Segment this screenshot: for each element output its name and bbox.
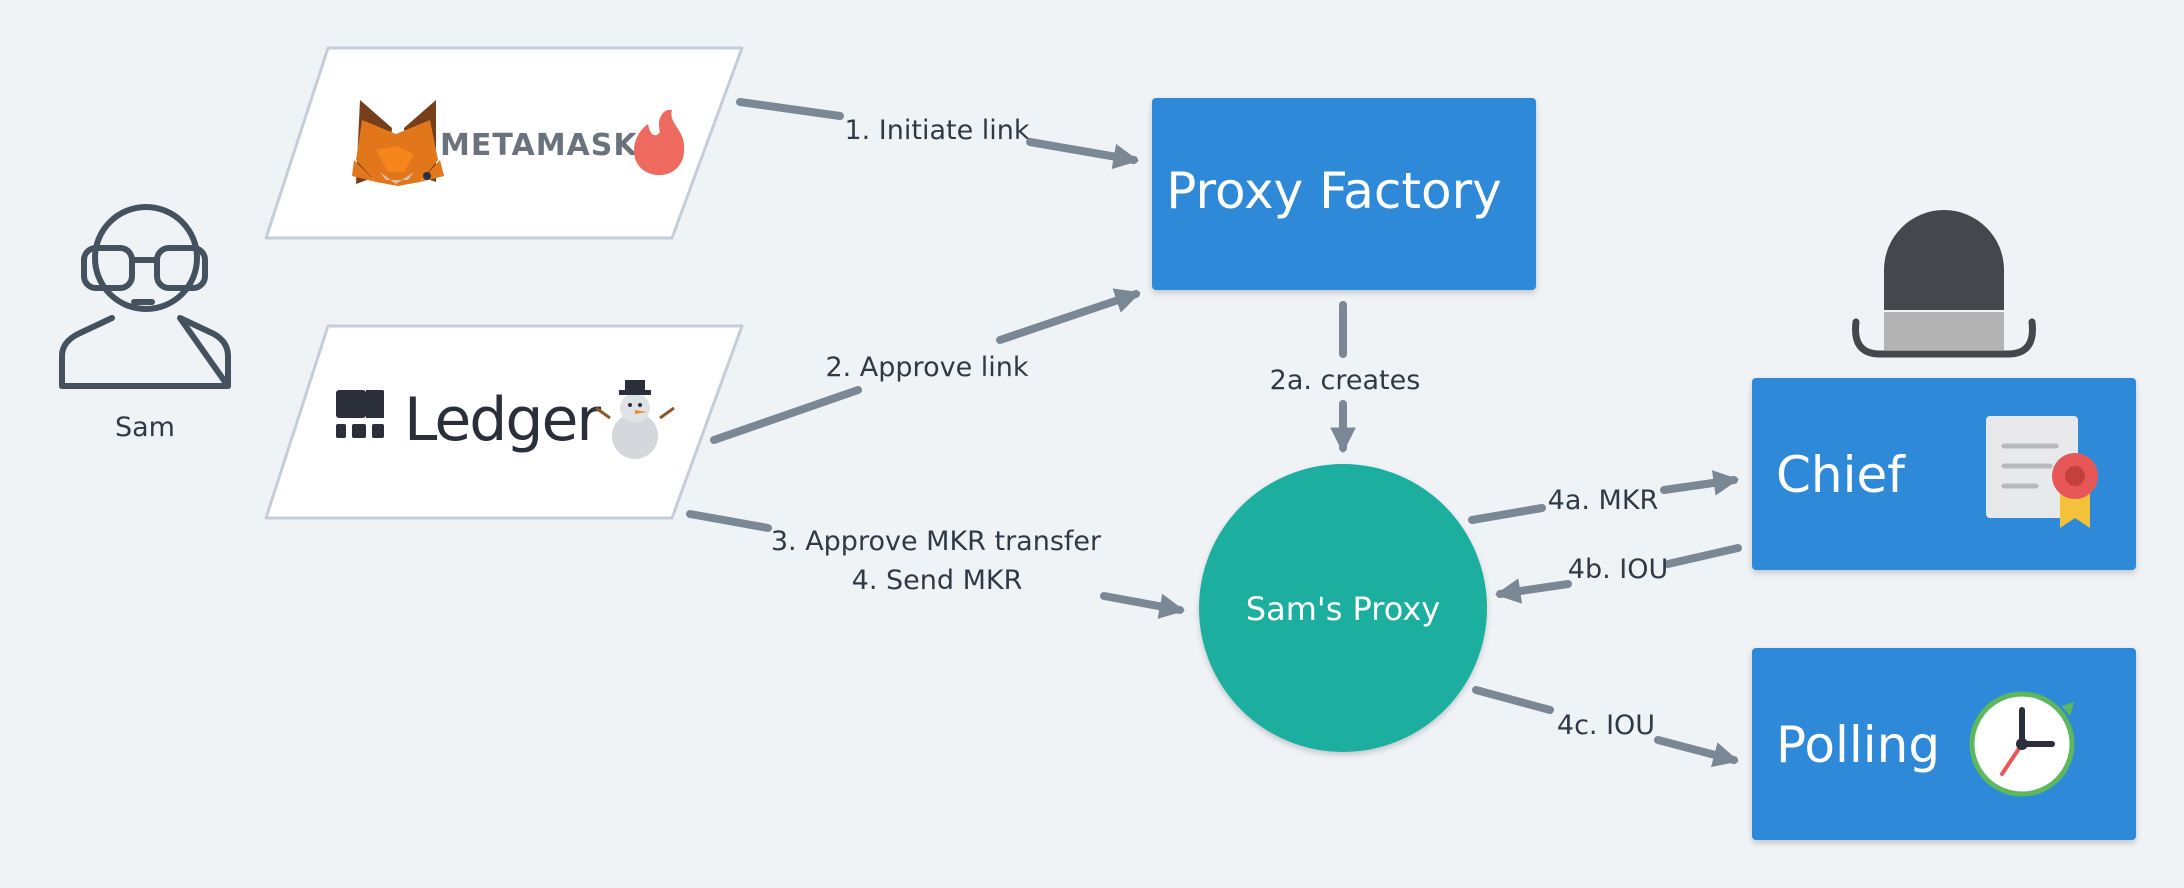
edge-label-approve-transfer: 3. Approve MKR transfer xyxy=(771,526,1102,557)
snowman-icon xyxy=(595,380,675,459)
sams-proxy-title: Sam's Proxy xyxy=(1246,590,1440,628)
edge-label-from-chief: 4b. IOU xyxy=(1568,554,1668,585)
edge-send-mkr-b xyxy=(1100,592,1186,619)
edge-approve-link-a xyxy=(710,386,862,444)
person-glasses-icon xyxy=(59,204,231,389)
proxy-factory-title: Proxy Factory xyxy=(1166,162,1502,220)
edge-lines xyxy=(686,98,1742,768)
ledger-wallet[interactable]: Ledger xyxy=(264,324,744,520)
flame-icon xyxy=(633,109,685,176)
clock-icon xyxy=(1969,691,2075,797)
sams-proxy-node[interactable] xyxy=(1199,464,1487,752)
edge-label-initiate-link: 1. Initiate link xyxy=(844,115,1029,146)
edge-label-send-mkr: 4. Send MKR xyxy=(852,565,1023,596)
edge-initiate-link-b xyxy=(1026,138,1140,170)
edge-to-chief-a xyxy=(1468,504,1546,524)
ledger-logo-icon xyxy=(336,390,384,438)
edge-label-approve-link: 2. Approve link xyxy=(825,352,1028,383)
edge-to-chief-b xyxy=(1660,470,1740,496)
proxy-factory-box[interactable] xyxy=(1152,98,1536,290)
edge-initiate-link-a xyxy=(736,98,844,120)
metamask-wallet[interactable]: METAMASK xyxy=(264,46,744,240)
edge-from-chief-b xyxy=(1494,578,1572,604)
edge-approve-link-b xyxy=(996,288,1141,344)
edge-label-to-chief: 4a. MKR xyxy=(1548,485,1659,516)
edge-from-chief-a xyxy=(1664,544,1742,568)
chief-title: Chief xyxy=(1776,446,1906,504)
edge-send-mkr-a xyxy=(686,510,772,532)
edge-label-to-polling: 4c. IOU xyxy=(1557,710,1655,741)
actor-name: Sam xyxy=(115,412,175,443)
polling-title: Polling xyxy=(1776,716,1940,774)
certificate-icon xyxy=(1986,416,2098,528)
ledger-label: Ledger xyxy=(404,385,601,455)
metamask-label: METAMASK xyxy=(440,128,638,163)
edge-label-creates: 2a. creates xyxy=(1270,365,1421,396)
bowler-hat-icon xyxy=(1852,210,2036,358)
edge-to-polling-a xyxy=(1472,686,1554,714)
fox-icon xyxy=(352,100,444,186)
edge-to-polling-b xyxy=(1654,736,1739,768)
